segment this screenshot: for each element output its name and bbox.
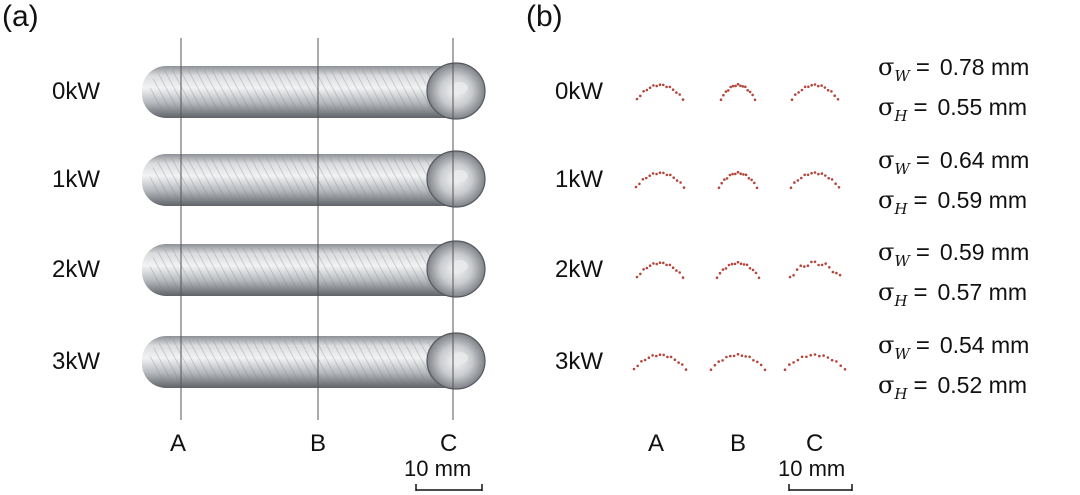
scale-bar <box>415 484 483 491</box>
section-lines <box>180 38 454 420</box>
sigma-symbol: σ <box>878 238 895 266</box>
sigma-value: 0.78 mm <box>939 54 1030 80</box>
sigma-subscript: W <box>894 160 910 178</box>
sigma-subscript: W <box>894 67 910 85</box>
sigma-value: 0.59 mm <box>939 239 1030 265</box>
sigma-subscript: H <box>894 200 908 218</box>
power-label: 2kW <box>555 256 603 283</box>
power-label: 1kW <box>52 166 100 193</box>
sigma-symbol: σ <box>878 93 895 121</box>
profile-curve <box>709 352 767 372</box>
sigma-symbol: σ <box>878 371 895 399</box>
profile-curve <box>783 353 847 372</box>
power-label: 0kW <box>555 78 603 105</box>
equals-sign: = <box>915 54 930 81</box>
sigma-width-stat: σW = 0.78 mm <box>878 53 1030 84</box>
weld-beads <box>142 62 486 390</box>
power-label: 3kW <box>52 348 100 375</box>
sigma-height-stat: σH = 0.52 mm <box>878 371 1027 402</box>
sigma-value: 0.55 mm <box>937 94 1027 120</box>
power-label: 0kW <box>52 78 100 105</box>
profile-curve <box>635 261 685 279</box>
equals-sign: = <box>913 279 928 306</box>
position-label: A <box>648 430 665 457</box>
scale-bars <box>415 484 853 491</box>
equals-sign: = <box>913 372 928 399</box>
sigma-height-stat: σH = 0.55 mm <box>878 93 1027 124</box>
sigma-symbol: σ <box>878 331 895 359</box>
scale-bar <box>788 484 853 491</box>
equals-sign: = <box>915 332 930 359</box>
power-label: 3kW <box>555 348 603 375</box>
position-label: B <box>730 430 747 457</box>
sigma-subscript: H <box>894 292 908 310</box>
sigma-subscript: W <box>894 345 910 363</box>
power-label: 1kW <box>555 166 603 193</box>
sigma-value: 0.64 mm <box>939 147 1030 173</box>
weld-bead <box>142 240 486 298</box>
panel-a-label: (a) <box>2 0 39 33</box>
position-label: B <box>310 430 327 457</box>
equals-sign: = <box>913 187 928 214</box>
sigma-subscript: W <box>894 252 910 270</box>
sigma-value: 0.52 mm <box>937 372 1027 398</box>
sigma-value: 0.59 mm <box>937 187 1027 213</box>
sigma-width-stat: σW = 0.54 mm <box>878 331 1030 362</box>
weld-bead <box>142 332 486 390</box>
scale-bar-label-a: 10 mm <box>404 456 472 481</box>
profile-curve <box>719 82 757 102</box>
sigma-width-stat: σW = 0.59 mm <box>878 238 1030 269</box>
profile-curve <box>788 260 842 279</box>
scale-bar-label-b: 10 mm <box>778 456 846 481</box>
position-label: C <box>440 430 458 457</box>
sigma-symbol: σ <box>878 278 895 306</box>
sigma-symbol: σ <box>878 186 895 214</box>
equals-sign: = <box>913 94 928 121</box>
cross-section-profiles <box>632 82 847 372</box>
sigma-value: 0.57 mm <box>937 279 1027 305</box>
position-label: A <box>170 430 187 457</box>
profile-curve <box>790 83 840 101</box>
sigma-subscript: H <box>894 107 908 125</box>
equals-sign: = <box>915 147 930 174</box>
panel-b-label: (b) <box>526 0 563 33</box>
equals-sign: = <box>915 239 930 266</box>
profile-curve <box>635 83 685 101</box>
sigma-height-stat: σH = 0.59 mm <box>878 186 1027 217</box>
sigma-value: 0.54 mm <box>939 332 1030 358</box>
profile-curve <box>634 171 686 189</box>
profile-curve <box>717 170 759 190</box>
sigma-symbol: σ <box>878 53 895 81</box>
power-label: 2kW <box>52 256 100 283</box>
profile-curve <box>715 260 761 280</box>
sigma-height-stat: σH = 0.57 mm <box>878 278 1027 309</box>
sigma-subscript: H <box>894 385 908 403</box>
weld-bead <box>142 62 486 120</box>
position-label: C <box>806 430 824 457</box>
profile-curve <box>632 353 688 371</box>
profile-curve <box>789 171 841 189</box>
sigma-width-stat: σW = 0.64 mm <box>878 146 1030 177</box>
sigma-symbol: σ <box>878 146 895 174</box>
weld-bead <box>142 150 486 208</box>
